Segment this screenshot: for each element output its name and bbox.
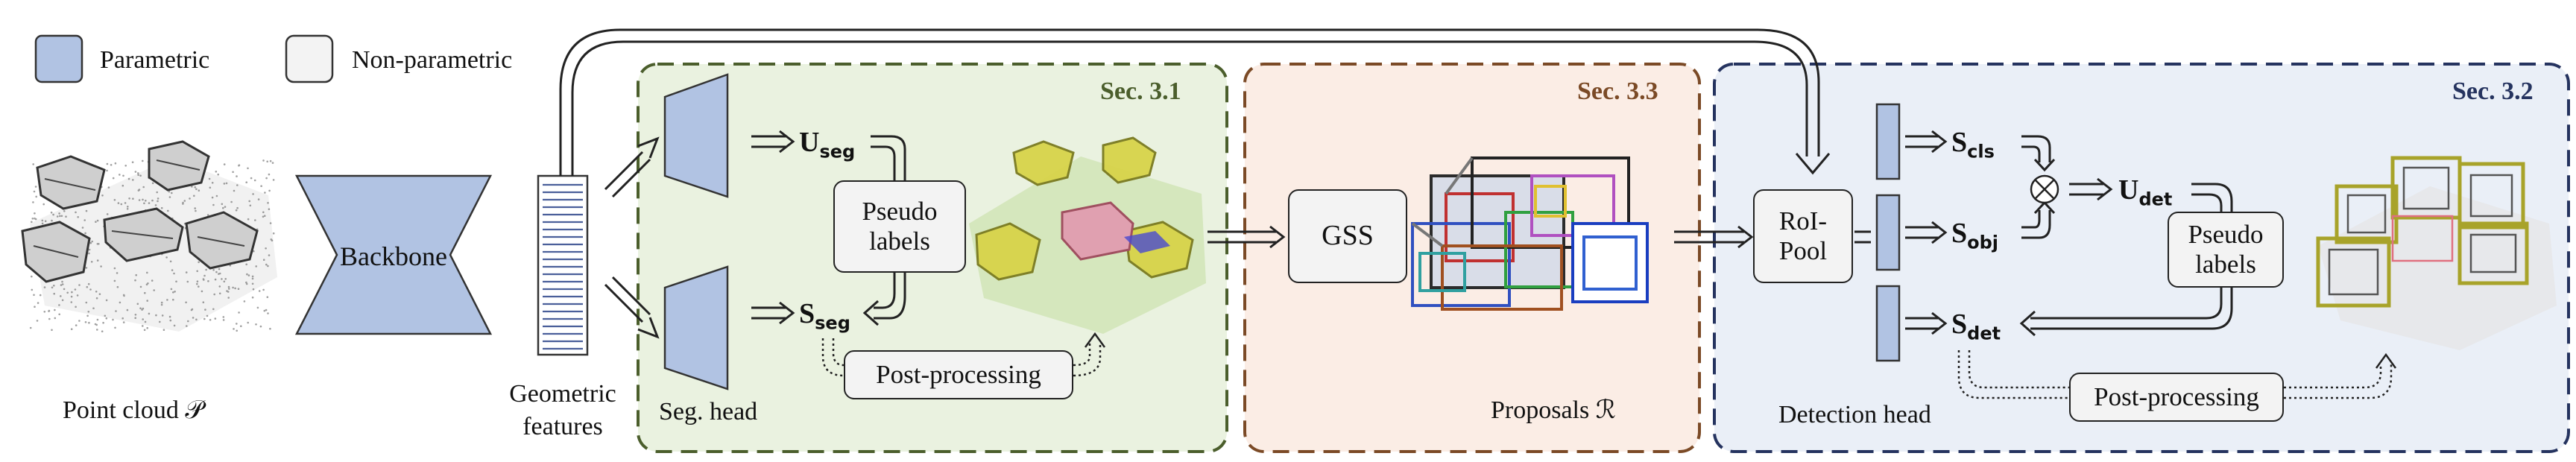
geometric-features-stack	[537, 174, 589, 356]
post-processing-box-det: Post-processing	[2069, 373, 2284, 422]
detection-head-label: Detection head	[1778, 401, 1931, 428]
arrows-features-to-seg-heads	[604, 136, 660, 339]
seg-head-upper	[663, 73, 729, 198]
pseudo-label-loop-det	[2019, 183, 2233, 337]
arrows-bars-to-scores	[1905, 130, 1948, 335]
segmented-point-cloud-image	[969, 136, 1206, 334]
proposals-image	[1411, 156, 1649, 311]
s-obj-symbol: Sobj	[1951, 218, 1999, 253]
s-cls-symbol: Scls	[1951, 127, 1995, 162]
pseudo-label-loop-seg	[862, 135, 906, 326]
det-head-bar-obj	[1875, 194, 1901, 271]
backbone-label: Backbone	[340, 241, 447, 271]
features-label: features	[523, 413, 603, 440]
det-head-bar-cls	[1875, 103, 1901, 180]
point-cloud-image	[21, 140, 277, 333]
pseudo-labels-box-seg: Pseudo labels	[833, 180, 966, 273]
post-processing-arrows-det	[1957, 350, 2393, 399]
arrow-to-roi-pool	[1674, 225, 1754, 249]
skip-connection-arrow	[559, 28, 1831, 176]
arrow-to-gss	[1208, 225, 1286, 249]
post-processing-arrows-seg	[821, 338, 1102, 377]
geometric-label: Geometric	[509, 380, 616, 408]
detection-result-image	[2316, 156, 2557, 350]
legend-non-parametric-swatch	[285, 34, 334, 83]
section-3-3-title: Sec. 3.3	[1577, 77, 1658, 105]
seg-head-lower	[663, 265, 729, 390]
arrows-seg-heads-out	[751, 130, 795, 325]
proposals-label: Proposals ℛ	[1491, 396, 1616, 424]
section-3-2-title: Sec. 3.2	[2452, 77, 2534, 105]
roi-pool-box: RoI- Pool	[1753, 189, 1853, 283]
s-seg-symbol: Sseg	[799, 298, 850, 334]
u-det-symbol: Udet	[2118, 174, 2173, 210]
det-head-bar-det	[1875, 285, 1901, 362]
section-3-1-title: Sec. 3.1	[1100, 77, 1181, 105]
backbone-block	[294, 174, 493, 335]
point-cloud-label: Point cloud 𝒫	[63, 396, 203, 424]
arrows-roi-to-bars	[1854, 230, 1871, 244]
legend-parametric-swatch	[34, 34, 83, 83]
s-det-symbol: Sdet	[1951, 308, 2001, 344]
legend-parametric-label: Parametric	[100, 46, 210, 74]
section-3-2-panel	[1713, 63, 2570, 453]
seg-head-label: Seg. head	[659, 398, 758, 425]
legend-non-parametric-label: Non-parametric	[352, 46, 513, 74]
post-processing-box-seg: Post-processing	[844, 350, 1073, 399]
gss-box: GSS	[1288, 189, 1407, 283]
u-seg-symbol: Useg	[799, 127, 856, 162]
pseudo-labels-box-det: Pseudo labels	[2168, 212, 2284, 288]
